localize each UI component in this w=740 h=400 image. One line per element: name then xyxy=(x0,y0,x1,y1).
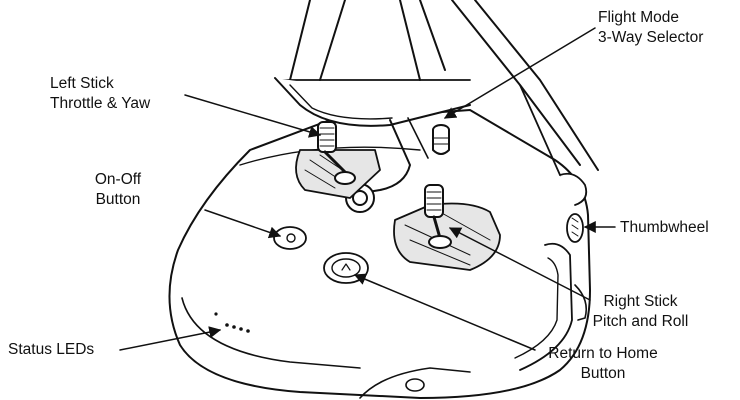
leader-on-off xyxy=(204,209,282,239)
label-thumbwheel-line1: Thumbwheel xyxy=(620,219,709,236)
leader-lines xyxy=(119,27,616,351)
left-stick xyxy=(317,121,356,185)
label-right-stick: Right Stick Pitch and Roll xyxy=(588,292,693,332)
display-holder xyxy=(274,0,599,206)
status-leds xyxy=(214,312,250,333)
label-return-home: Return to Home Button xyxy=(533,344,673,384)
label-status-leds: Status LEDs xyxy=(8,340,94,360)
leader-right-stick xyxy=(448,227,591,301)
label-on-off: On-Off Button xyxy=(78,170,158,210)
controller-body xyxy=(168,109,591,399)
thumbwheel xyxy=(566,213,584,243)
right-handle xyxy=(514,242,588,371)
leader-left-stick xyxy=(184,94,322,138)
label-on-off-line1: On-Off xyxy=(94,171,142,188)
bottom-switch xyxy=(359,367,471,399)
label-flight-mode: Flight Mode 3-Way Selector xyxy=(598,8,703,48)
label-on-off-line2: Button xyxy=(95,191,141,208)
leader-flight-mode xyxy=(443,27,596,119)
label-right-stick-line1: Right Stick xyxy=(603,293,678,310)
label-return-home-line2: Button xyxy=(580,365,626,382)
leader-status-leds xyxy=(119,326,222,351)
label-flight-mode-line1: Flight Mode xyxy=(598,9,679,26)
label-left-stick-line1: Left Stick xyxy=(50,75,114,92)
return-home-button xyxy=(323,252,369,284)
label-right-stick-line2: Pitch and Roll xyxy=(592,313,689,330)
label-thumbwheel: Thumbwheel xyxy=(620,218,709,238)
right-stick xyxy=(424,184,452,249)
label-flight-mode-line2: 3-Way Selector xyxy=(598,29,704,46)
label-return-home-line1: Return to Home xyxy=(548,345,658,362)
label-left-stick: Left Stick Throttle & Yaw xyxy=(50,74,160,114)
label-left-stick-line2: Throttle & Yaw xyxy=(50,95,151,112)
flight-mode-selector xyxy=(432,124,450,155)
leader-return-home xyxy=(353,273,536,351)
label-status-leds-line1: Status LEDs xyxy=(8,341,95,358)
on-off-button xyxy=(273,226,307,250)
